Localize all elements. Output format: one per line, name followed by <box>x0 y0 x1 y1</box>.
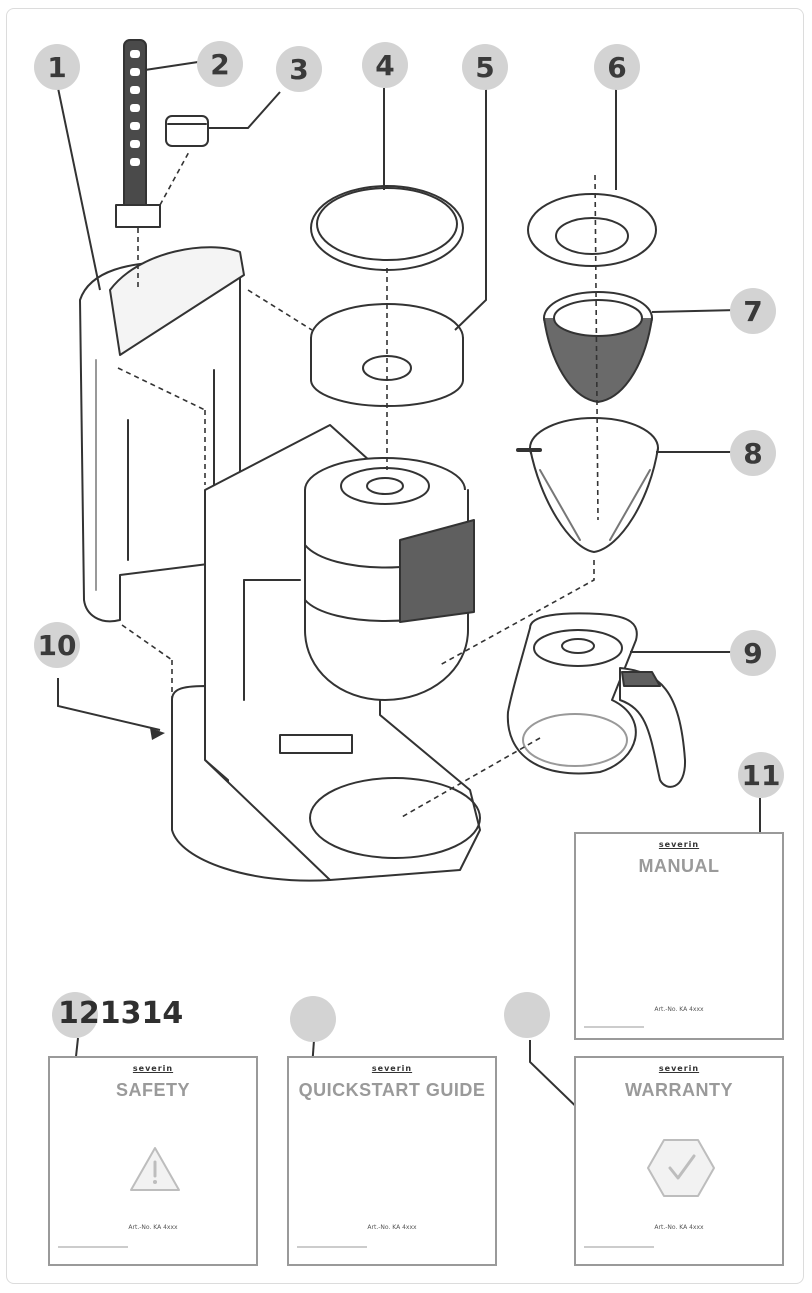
water-filter-cartridge <box>165 115 209 147</box>
check-hexagon-icon <box>647 1139 715 1197</box>
badge-12-circle <box>52 992 98 1038</box>
quickstart-brand: severin <box>371 1064 413 1073</box>
badge-10: 10 <box>34 622 80 668</box>
safety-document: severin SAFETY Art.-No. KA 4xxx <box>48 1056 258 1266</box>
water-tank <box>79 246 245 623</box>
manual-title: MANUAL <box>638 856 720 876</box>
badge-5: 5 <box>462 44 508 90</box>
manual-footer <box>584 1026 644 1028</box>
manual-document: severin MANUAL Art.-No. KA 4xxx <box>574 832 784 1040</box>
warranty-brand: severin <box>658 1064 700 1073</box>
quickstart-title: QUICKSTART GUIDE <box>298 1080 486 1100</box>
badge-4: 4 <box>362 42 408 88</box>
warranty-title: WARRANTY <box>625 1080 733 1100</box>
cover-lid <box>310 185 464 271</box>
quickstart-footer <box>297 1246 367 1248</box>
badge-row-label: 121314 <box>58 996 184 1031</box>
badge-2: 2 <box>197 41 243 87</box>
warranty-art-number: Art.-No. KA 4xxx <box>654 1224 704 1231</box>
badge-13-circle <box>290 996 336 1042</box>
grinder-funnel <box>310 303 464 407</box>
manual-brand: severin <box>658 840 700 849</box>
warning-triangle-icon <box>130 1147 180 1191</box>
warranty-document: severin WARRANTY Art.-No. KA 4xxx <box>574 1056 784 1266</box>
badge-14-circle <box>504 992 550 1038</box>
badge-8: 8 <box>730 430 776 476</box>
filter-holder-ring <box>527 193 657 267</box>
warranty-footer <box>584 1246 654 1248</box>
filter-basket <box>516 417 659 553</box>
badge-11: 11 <box>738 752 784 798</box>
badge-1: 1 <box>34 44 80 90</box>
badge-9: 9 <box>730 630 776 676</box>
permanent-filter <box>543 291 653 403</box>
manual-art-number: Art.-No. KA 4xxx <box>654 1006 704 1013</box>
glass-carafe <box>506 612 687 788</box>
badge-3: 3 <box>276 46 322 92</box>
badge-7: 7 <box>730 288 776 334</box>
grinder-head <box>304 457 475 701</box>
safety-title: SAFETY <box>115 1080 190 1100</box>
quickstart-document: severin QUICKSTART GUIDE Art.-No. KA 4xx… <box>287 1056 497 1266</box>
safety-art-number: Art.-No. KA 4xxx <box>128 1224 178 1231</box>
badge-6: 6 <box>594 44 640 90</box>
safety-footer <box>58 1246 128 1248</box>
diagram-frame <box>6 8 804 1284</box>
water-level-indicator <box>115 39 161 228</box>
quickstart-art-number: Art.-No. KA 4xxx <box>367 1224 417 1231</box>
safety-brand: severin <box>132 1064 174 1073</box>
